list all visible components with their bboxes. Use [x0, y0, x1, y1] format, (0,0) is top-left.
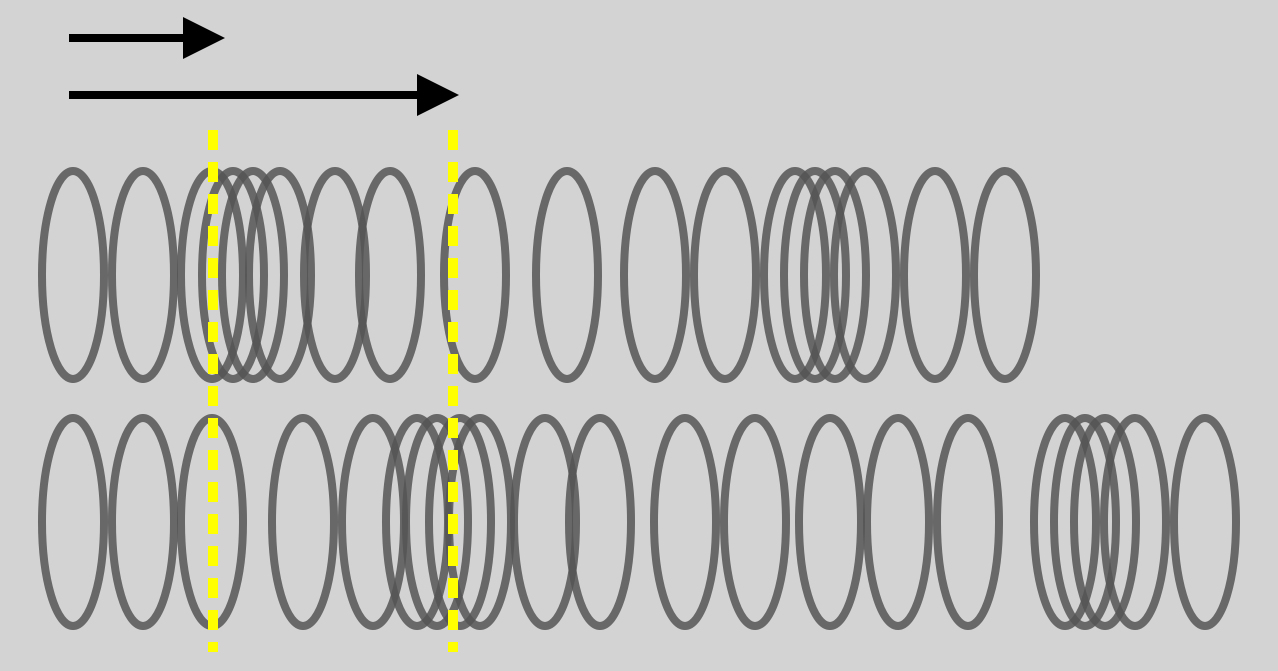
- ring: [720, 414, 790, 630]
- ring: [900, 167, 970, 383]
- arrow-head: [417, 74, 459, 116]
- ring: [38, 167, 108, 383]
- arrow-head: [183, 17, 225, 59]
- rings-layer: [38, 167, 1240, 630]
- ring: [690, 167, 760, 383]
- ring: [108, 167, 178, 383]
- ring: [970, 167, 1040, 383]
- ring: [1070, 414, 1140, 630]
- ring: [620, 167, 690, 383]
- ring: [402, 414, 472, 630]
- ring: [760, 167, 830, 383]
- ring: [510, 414, 580, 630]
- ring: [1050, 414, 1120, 630]
- ring: [245, 167, 315, 383]
- ring: [355, 167, 425, 383]
- ring: [440, 167, 510, 383]
- ring: [218, 167, 288, 383]
- ring: [800, 167, 870, 383]
- long-arrow: [69, 74, 459, 116]
- ring: [565, 414, 635, 630]
- ring: [1030, 414, 1100, 630]
- ring: [830, 167, 900, 383]
- ring: [1170, 414, 1240, 630]
- ring: [795, 414, 865, 630]
- ring: [863, 414, 933, 630]
- ring: [300, 167, 370, 383]
- ring: [425, 414, 495, 630]
- ring: [198, 167, 268, 383]
- guides-layer: [208, 130, 458, 652]
- ring: [108, 414, 178, 630]
- short-arrow: [69, 17, 225, 59]
- ring: [1100, 414, 1170, 630]
- ring: [268, 414, 338, 630]
- ring: [650, 414, 720, 630]
- bottom-row: [38, 414, 1240, 630]
- arrows-layer: [69, 17, 459, 116]
- top-row: [38, 167, 1040, 383]
- ring: [933, 414, 1003, 630]
- ring: [532, 167, 602, 383]
- ring: [780, 167, 850, 383]
- ring: [38, 414, 108, 630]
